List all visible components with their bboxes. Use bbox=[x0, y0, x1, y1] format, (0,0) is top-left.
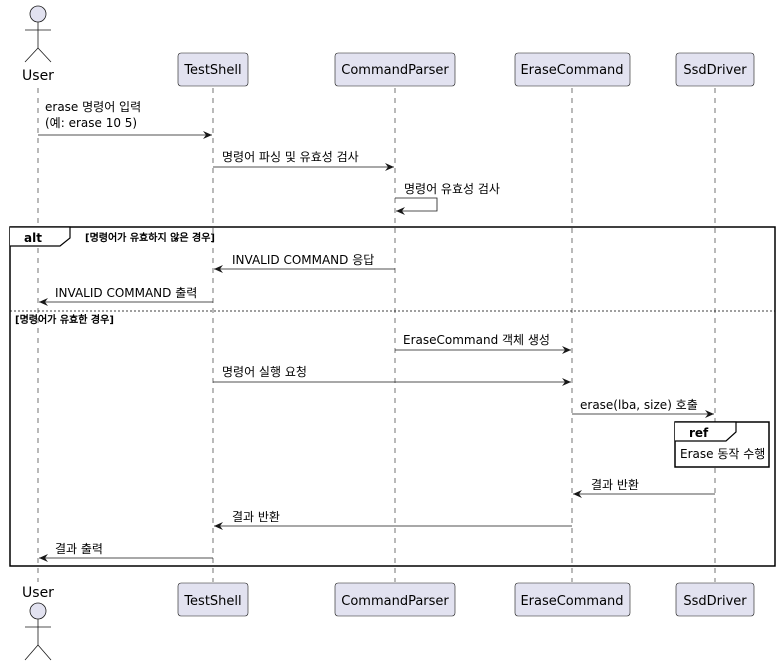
ref-frame-tab bbox=[675, 421, 737, 442]
message-label: 결과 반환 bbox=[232, 510, 280, 524]
participant-name-erase: EraseCommand bbox=[520, 594, 623, 609]
alt-keyword: alt bbox=[24, 231, 42, 245]
message-9: 결과 반환 bbox=[573, 478, 715, 498]
ref-text: Erase 동작 수행 bbox=[680, 446, 765, 461]
alt-frame-tab bbox=[10, 226, 71, 247]
actor-head bbox=[29, 5, 47, 23]
participant-box-testshell bbox=[177, 52, 249, 87]
alt-guard-2: [명령어가 유효한 경우] bbox=[15, 313, 114, 326]
message-label: 결과 반환 bbox=[591, 478, 639, 492]
message-label: erase 명령어 입력 bbox=[45, 100, 141, 114]
participant-box-erase bbox=[514, 582, 631, 617]
participant-name-erase: EraseCommand bbox=[520, 63, 623, 78]
actor-user-bottom: User bbox=[22, 585, 54, 661]
participant-name-driver: SsdDriver bbox=[683, 594, 747, 609]
ref-keyword: ref bbox=[689, 426, 709, 440]
participant-name-parser: CommandParser bbox=[341, 594, 449, 609]
participant-box-driver bbox=[675, 582, 755, 617]
lifelines bbox=[37, 88, 716, 582]
alt-guard-1: [명령어가 유효하지 않은 경우] bbox=[85, 231, 215, 244]
message-7: 명령어 실행 요청 bbox=[213, 364, 571, 386]
actor-name-bottom: User bbox=[22, 585, 54, 601]
actor-name-top: User bbox=[22, 68, 54, 84]
actor-user-top: User bbox=[22, 5, 54, 84]
message-label: EraseCommand 객체 생성 bbox=[403, 333, 550, 347]
message-6: EraseCommand 객체 생성 bbox=[395, 333, 571, 354]
participant-box-driver bbox=[675, 52, 755, 87]
alt-frame-border bbox=[9, 226, 776, 567]
participant-box-parser bbox=[334, 582, 456, 617]
participant-box-erase bbox=[514, 52, 631, 87]
participant-name-testshell: TestShell bbox=[183, 594, 241, 609]
actor-head bbox=[29, 602, 47, 620]
message-arrow bbox=[395, 197, 438, 215]
message-label: 결과 출력 bbox=[55, 542, 103, 556]
message-label: 명령어 유효성 검사 bbox=[404, 182, 500, 196]
message-label: erase(lba, size) 호출 bbox=[580, 398, 698, 412]
message-10: 결과 반환 bbox=[214, 510, 572, 530]
message-1: erase 명령어 입력 (예: erase 10 5) bbox=[38, 100, 212, 139]
message-3-self: 명령어 유효성 검사 bbox=[395, 182, 500, 215]
message-label: INVALID COMMAND 출력 bbox=[55, 286, 197, 300]
participant-box-testshell bbox=[177, 582, 249, 617]
participant-name-testshell: TestShell bbox=[183, 63, 241, 78]
message-5: INVALID COMMAND 출력 bbox=[39, 286, 213, 306]
message-label: 명령어 파싱 및 유효성 검사 bbox=[222, 150, 359, 164]
participant-name-parser: CommandParser bbox=[341, 63, 449, 78]
participant-box-parser bbox=[334, 52, 456, 87]
ref-frame: ref Erase 동작 수행 bbox=[674, 421, 770, 468]
participant-name-driver: SsdDriver bbox=[683, 63, 747, 78]
message-2: 명령어 파싱 및 유효성 검사 bbox=[213, 150, 394, 171]
alt-frame: alt [명령어가 유효하지 않은 경우] [명령어가 유효한 경우] bbox=[9, 226, 776, 567]
message-label: (예: erase 10 5) bbox=[45, 116, 137, 130]
participants-top: TestShell CommandParser EraseCommand Ssd… bbox=[177, 52, 755, 87]
message-label: INVALID COMMAND 응답 bbox=[232, 253, 374, 267]
participants-bottom: TestShell CommandParser EraseCommand Ssd… bbox=[177, 582, 755, 617]
message-11: 결과 출력 bbox=[39, 542, 213, 562]
message-label: 명령어 실행 요청 bbox=[222, 364, 307, 379]
message-8: erase(lba, size) 호출 bbox=[572, 398, 714, 418]
message-4: INVALID COMMAND 응답 bbox=[214, 253, 395, 273]
